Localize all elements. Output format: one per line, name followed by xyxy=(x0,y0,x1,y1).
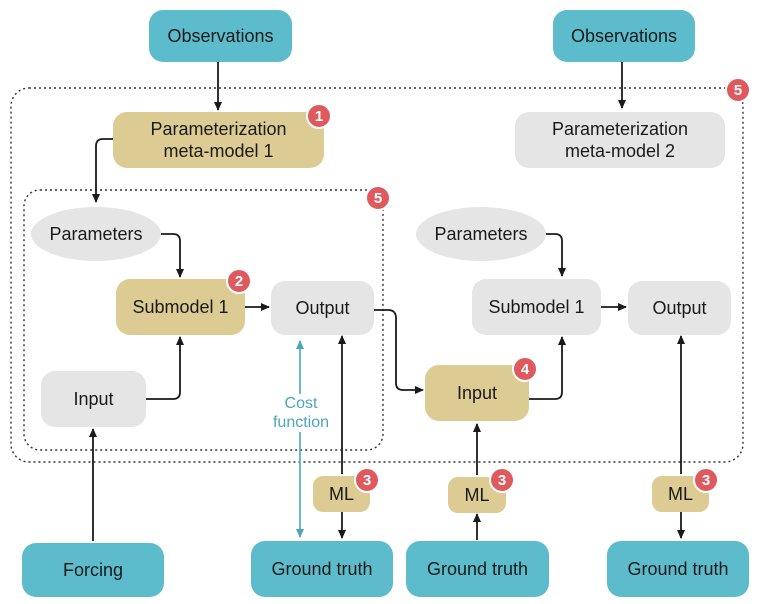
badge-meta-model-1: 1 xyxy=(306,103,332,129)
input-right: Input xyxy=(425,365,529,421)
input-left: Input xyxy=(41,371,146,427)
badge-ml-a: 3 xyxy=(354,467,380,493)
badge-ml-b: 3 xyxy=(489,467,515,493)
cost-function-label: Cost function xyxy=(262,394,340,432)
ground-truth-3: Ground truth xyxy=(607,541,749,597)
meta-model-2-line2: meta-model 2 xyxy=(564,141,676,161)
parameters-left: Parameters xyxy=(31,207,161,261)
inner-dotted-box xyxy=(23,189,384,451)
badge-input: 4 xyxy=(512,356,538,382)
meta-model-1-line1: Parameterization xyxy=(150,119,287,139)
ground-truth-1: Ground truth xyxy=(251,541,393,597)
arrow-meta1-to-parameters xyxy=(92,138,113,203)
output-left: Output xyxy=(271,281,374,335)
ground-truth-2: Ground truth xyxy=(406,541,549,597)
badge-submodel-1: 2 xyxy=(226,268,252,294)
meta-model-1-line2: meta-model 1 xyxy=(163,141,274,161)
arrow-parameters-to-submodel-left xyxy=(160,233,184,278)
badge-outer-box: 5 xyxy=(725,77,751,103)
arrow-parameters-to-submodel-right xyxy=(545,233,566,277)
observations-right: Observations xyxy=(553,10,695,62)
meta-model-1: Parameterization meta-model 1 xyxy=(113,112,324,168)
arrow-input-to-submodel-right xyxy=(528,336,566,400)
submodel-left: Submodel 1 xyxy=(116,279,245,335)
cost-function-line1: Cost xyxy=(284,395,318,412)
badge-ml-c: 3 xyxy=(693,467,719,493)
meta-model-2: Parameterization meta-model 2 xyxy=(515,112,725,168)
parameters-right: Parameters xyxy=(416,207,546,261)
submodel-right: Submodel 1 xyxy=(472,279,601,335)
arrow-output-to-input-right xyxy=(374,309,424,394)
badge-inner-box: 5 xyxy=(365,185,391,211)
forcing: Forcing xyxy=(22,543,164,597)
arrow-input-to-submodel-left xyxy=(146,336,184,400)
output-right: Output xyxy=(628,281,731,335)
meta-model-2-line1: Parameterization xyxy=(551,119,689,139)
cost-function-line2: function xyxy=(272,414,330,431)
observations-left: Observations xyxy=(149,10,292,62)
